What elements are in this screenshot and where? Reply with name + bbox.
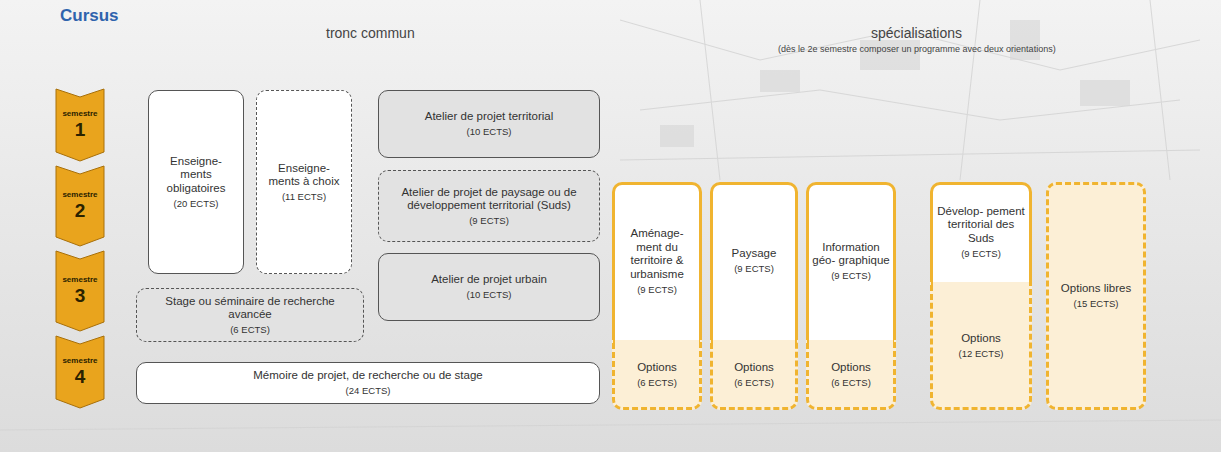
semester-chevron-shape (56, 336, 104, 408)
course-box: Mémoire de projet, de recherche ou de st… (136, 362, 600, 404)
specialisation-outline (710, 182, 798, 340)
semester-chevron-shape (56, 166, 104, 246)
semester-marker: semestre3 (55, 250, 105, 332)
background-street (960, 0, 980, 180)
course-title: Atelier de projet territorial (425, 110, 553, 124)
options-box: Options (6 ECTS) (710, 340, 798, 410)
ects-credits: (20 ECTS) (174, 198, 219, 209)
specialisation-heading: Aménage- ment du territoire & urbanisme (… (612, 182, 702, 340)
semester-label: semestre (62, 356, 97, 366)
ects-credits: (9 ECTS) (734, 263, 774, 274)
course-title: Dévelop- pement territorial des Suds (936, 205, 1026, 246)
background-street (0, 420, 1221, 430)
background-block (760, 70, 800, 92)
options-box: Options (6 ECTS) (806, 340, 896, 410)
course-title: Aménage- ment du territoire & urbanisme (618, 227, 696, 282)
free-options-box: Options libres (15 ECTS) (1046, 182, 1146, 410)
specialisation-outline (1046, 182, 1146, 410)
course-title: Information géo- graphique (812, 241, 890, 269)
ects-credits: (24 ECTS) (346, 385, 391, 396)
background-block (1080, 80, 1130, 106)
course-box: Enseigne- ments obligatoires (20 ECTS) (148, 90, 244, 274)
ects-credits: (6 ECTS) (230, 324, 270, 335)
ects-credits: (10 ECTS) (467, 289, 512, 300)
course-box: Enseigne- ments à choix(11 ECTS) (256, 90, 352, 274)
course-box: Atelier de projet de paysage ou de dével… (378, 170, 600, 242)
semester-number: 4 (75, 367, 86, 386)
section-note: (dès le 2e semestre composer un programm… (778, 44, 1056, 54)
specialisation-heading: Paysage (9 ECTS) (710, 182, 798, 340)
semester-number: 2 (75, 201, 86, 220)
semester-label: semestre (62, 275, 97, 285)
semester-number: 1 (75, 120, 86, 139)
course-box: Atelier de projet territorial (10 ECTS) (378, 90, 600, 158)
ects-credits: (6 ECTS) (637, 377, 677, 388)
course-box: Atelier de projet urbain (10 ECTS) (378, 253, 600, 321)
ects-credits: (12 ECTS) (959, 348, 1004, 359)
specialisation-outline (710, 340, 798, 410)
semester-number: 3 (75, 286, 86, 305)
semester-marker: semestre4 (55, 335, 105, 409)
course-title: Enseigne- ments obligatoires (155, 155, 237, 196)
course-title: Options libres (1061, 282, 1131, 296)
options-box: Options (12 ECTS) (930, 282, 1032, 410)
ects-credits: (9 ECTS) (961, 248, 1001, 259)
course-title: Atelier de projet urbain (431, 273, 547, 287)
background-street (620, 150, 1200, 160)
ects-credits: (6 ECTS) (831, 377, 871, 388)
background-street (1150, 0, 1170, 180)
ects-credits: (6 ECTS) (734, 377, 774, 388)
course-title: Paysage (732, 247, 777, 261)
ects-credits: (15 ECTS) (1074, 298, 1119, 309)
semester-label: semestre (62, 109, 97, 119)
course-title: Options (637, 361, 677, 375)
specialisation-heading: Dévelop- pement territorial des Suds (9 E… (930, 182, 1032, 282)
specialisation-box: Dévelop- pement territorial des Suds (9 E… (930, 182, 1032, 410)
ects-credits: (9 ECTS) (831, 270, 871, 281)
ects-credits: (9 ECTS) (637, 284, 677, 295)
semester-marker: semestre1 (55, 88, 105, 162)
specialisation-box: Information géo- graphique(9 ECTS)Option… (806, 182, 896, 410)
diagram-title: Cursus (60, 6, 119, 26)
specialisation-outline (806, 340, 896, 410)
course-title: Options (734, 361, 774, 375)
semester-chevron-shape (56, 251, 104, 331)
specialisation-outline (612, 340, 702, 410)
ects-credits: (9 ECTS) (469, 215, 509, 226)
specialisation-box: Paysage (9 ECTS) Options (6 ECTS) (710, 182, 798, 410)
section-heading: spécialisations (871, 25, 962, 41)
background-block (660, 125, 694, 147)
semester-label: semestre (62, 190, 97, 200)
course-title: Options (831, 361, 871, 375)
course-title: Mémoire de projet, de recherche ou de st… (253, 369, 483, 383)
specialisation-outline (930, 182, 1032, 282)
ects-credits: (10 ECTS) (467, 126, 512, 137)
semester-chevron-shape (56, 89, 104, 161)
course-title: Stage ou séminaire de recherche avancée (143, 295, 357, 323)
background-block (1010, 20, 1040, 60)
section-heading: tronc commun (326, 25, 415, 41)
specialisation-box: Aménage- ment du territoire & urbanisme (… (612, 182, 702, 410)
specialisation-outline (930, 282, 1032, 410)
course-title: Options (961, 332, 1001, 346)
course-box: Stage ou séminaire de recherche avancée(… (136, 288, 364, 342)
options-box: Options (6 ECTS) (612, 340, 702, 410)
course-title: Enseigne- ments à choix (263, 162, 345, 190)
semester-marker: semestre2 (55, 165, 105, 247)
ects-credits: (11 ECTS) (282, 191, 326, 202)
specialisation-heading: Information géo- graphique(9 ECTS) (806, 182, 896, 340)
background-street (700, 0, 720, 180)
course-title: Atelier de projet de paysage ou de dével… (385, 186, 593, 214)
